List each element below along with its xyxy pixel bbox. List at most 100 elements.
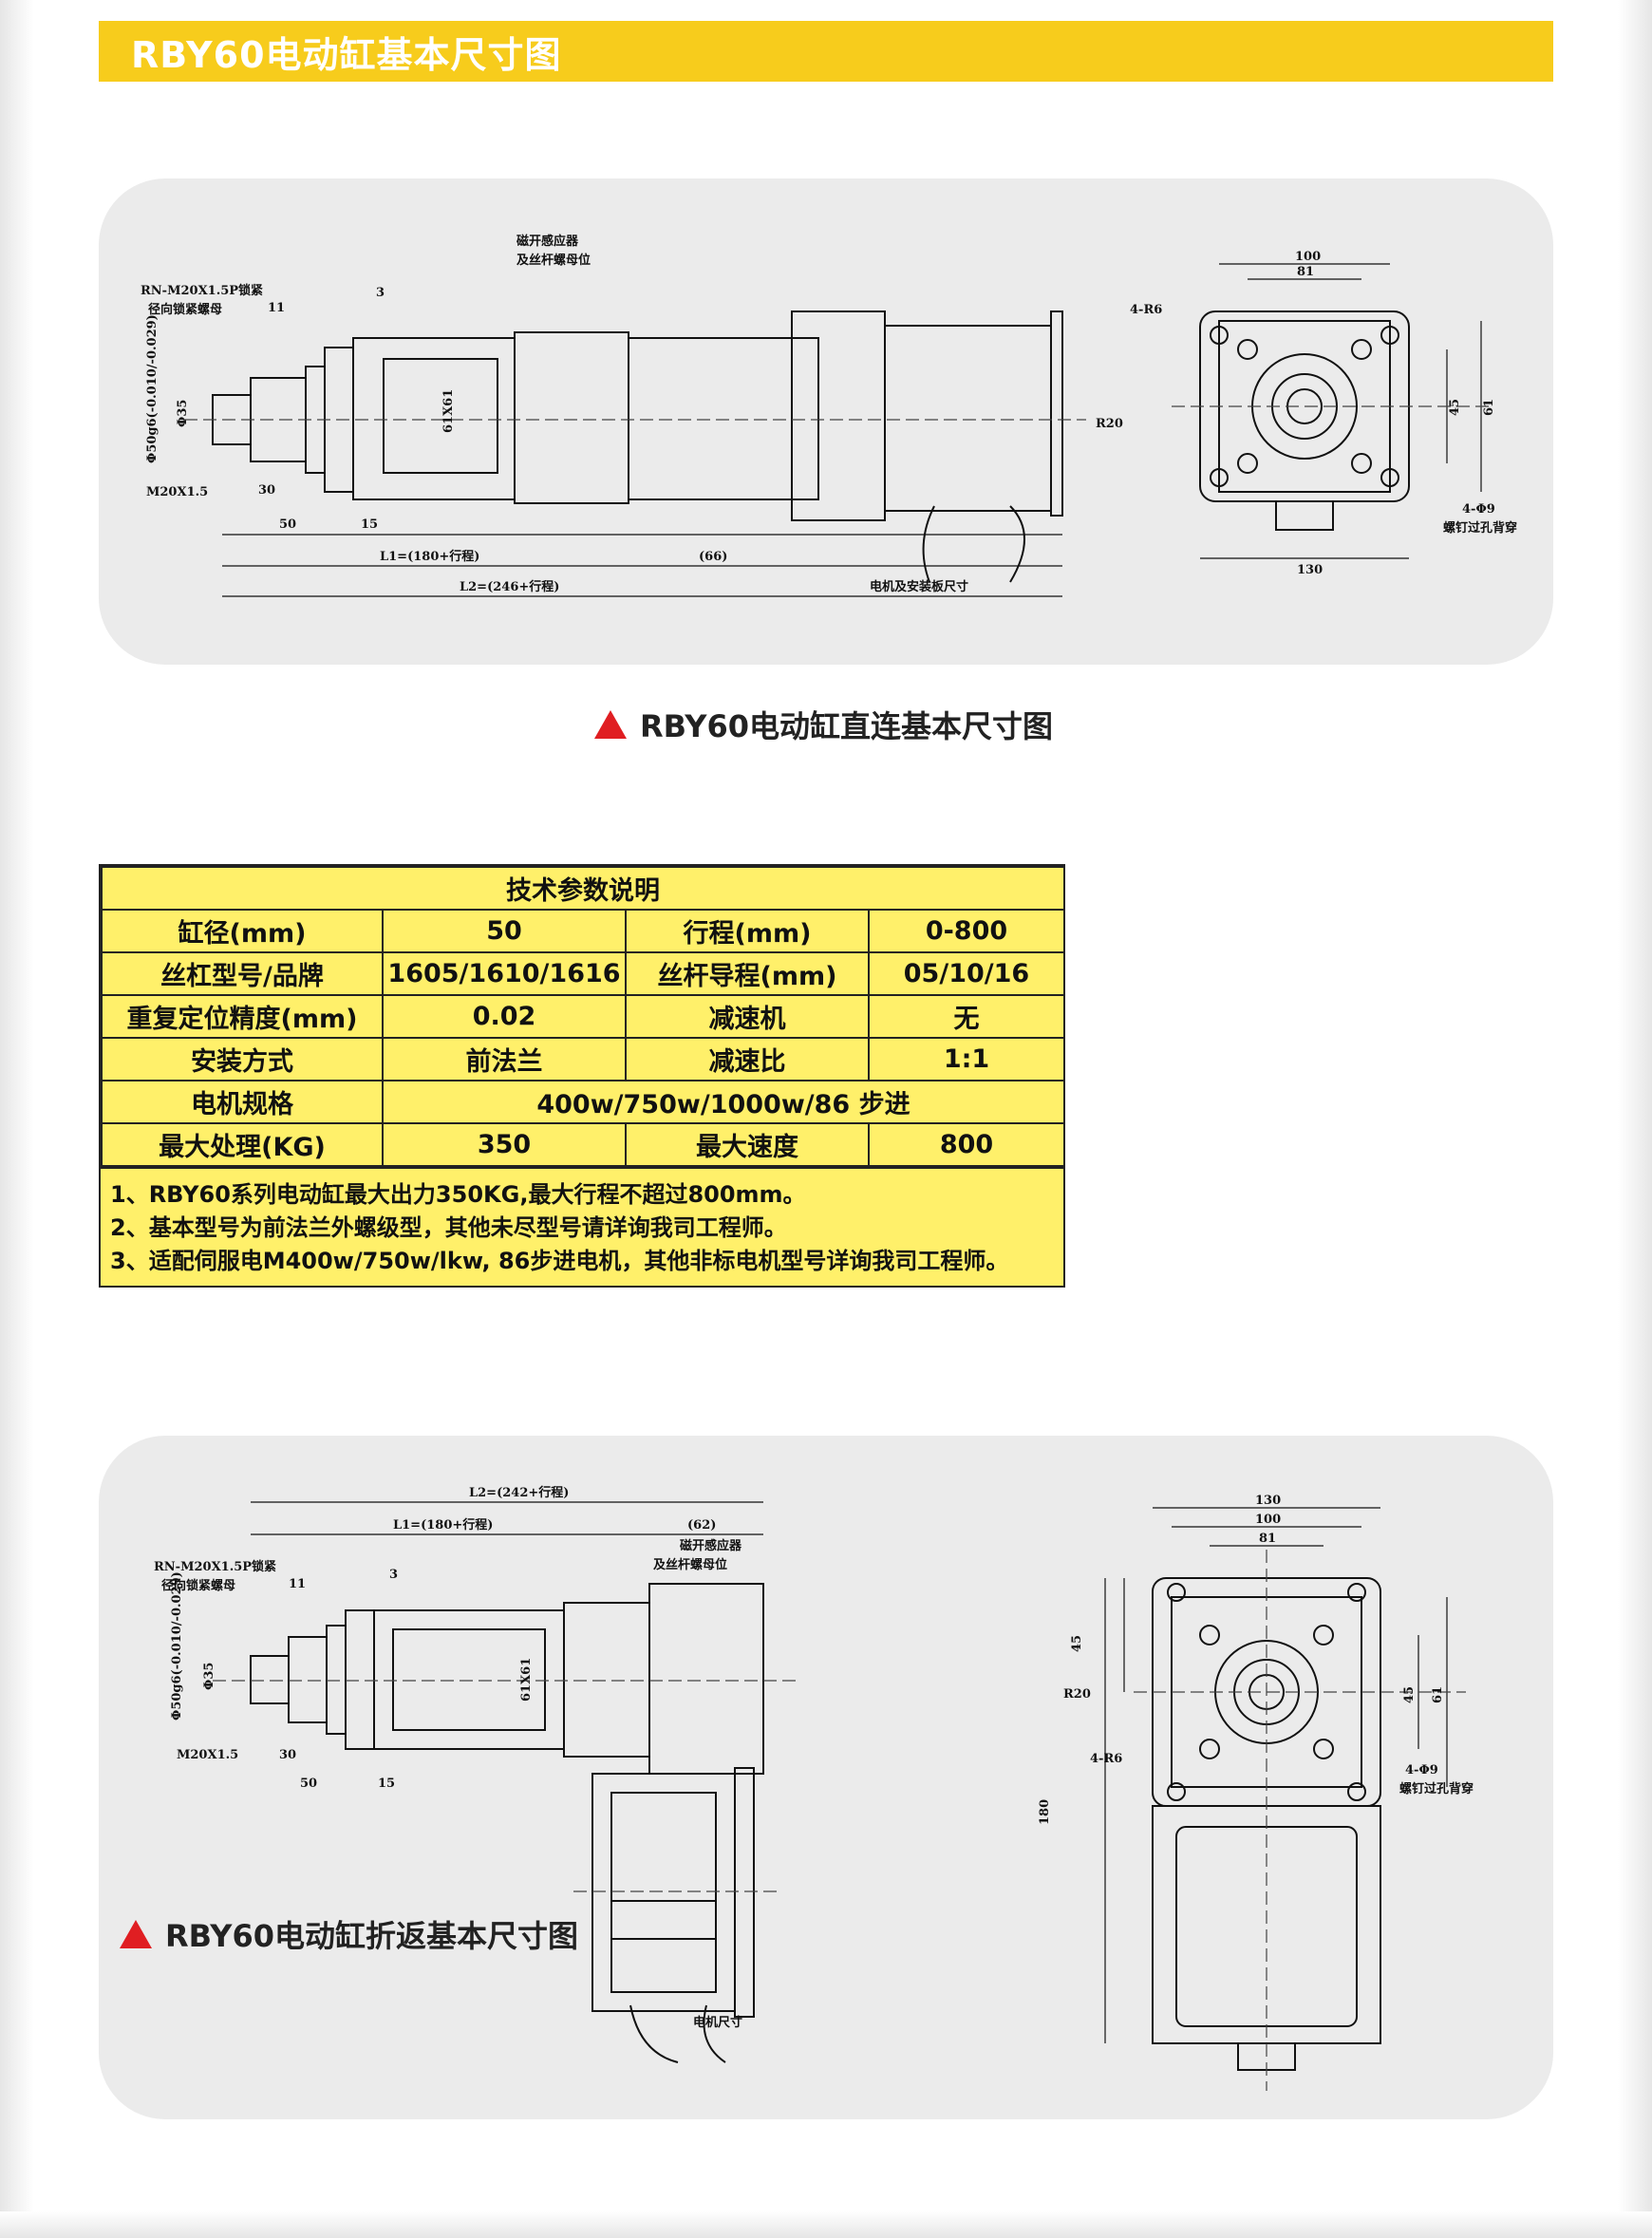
cell-value: 无 <box>868 994 1065 1039</box>
spec-title: 技术参数说明 <box>101 866 1065 911</box>
drawing-panel-folded: L2=(242+行程) L1=(180+行程) (62) RN-M20X1.5P… <box>99 1436 1553 2119</box>
page-edge-right <box>1618 0 1652 2238</box>
label-sensor: 磁开感应器 <box>680 1538 742 1553</box>
dim-15: 15 <box>378 1777 395 1791</box>
cell-value: 05/10/16 <box>868 951 1065 996</box>
side-4phi9: 4-Φ9 <box>1462 502 1495 517</box>
section-title: RBY60电动缸基本尺寸图 <box>131 33 562 76</box>
side-45-left: 45 <box>1070 1635 1084 1652</box>
dim-m20: M20X1.5 <box>146 485 208 499</box>
cell-value: 50 <box>382 909 627 953</box>
cell-label: 电机规格 <box>101 1080 384 1124</box>
table-row: 缸径(mm) 50 行程(mm) 0-800 <box>101 909 1065 953</box>
side-4r6: 4-R6 <box>1130 303 1162 317</box>
dim-61x61: 61X61 <box>441 389 456 433</box>
cell-value: 800 <box>868 1122 1065 1167</box>
spec-table: 技术参数说明 缸径(mm) 50 行程(mm) 0-800 丝杠型号/品牌 16… <box>99 864 1065 1288</box>
label-nut: RN-M20X1.5P锁紧 <box>154 1559 276 1574</box>
dim-11: 11 <box>289 1577 306 1591</box>
label-nut-2: 径向锁紧螺母 <box>148 302 222 317</box>
cell-value: 1:1 <box>868 1037 1065 1081</box>
dim-66: (66) <box>699 550 727 564</box>
cell-label: 丝杠型号/品牌 <box>101 951 384 996</box>
side-45-right: 45 <box>1402 1686 1417 1703</box>
dim-15: 15 <box>361 517 378 532</box>
dim-61x61: 61X61 <box>519 1658 534 1702</box>
dim-50: 50 <box>279 517 296 532</box>
label-sensor-2: 及丝杆螺母位 <box>516 253 591 268</box>
cell-label: 行程(mm) <box>625 909 870 953</box>
cell-label: 缸径(mm) <box>101 909 384 953</box>
note-line: 1、RBY60系列电动缸最大出力350KG,最大行程不超过800mm。 <box>110 1181 806 1208</box>
side-81: 81 <box>1297 265 1314 279</box>
warning-triangle-icon <box>594 710 627 739</box>
dim-l1: L1=(180+行程) <box>393 1517 493 1533</box>
cell-label: 减速机 <box>625 994 870 1039</box>
cell-value: 350 <box>382 1122 627 1167</box>
dim-shaft: Φ50g6(-0.010/-0.029) <box>145 314 160 463</box>
direct-drawing: RN-M20X1.5P锁紧 径向锁紧螺母 磁开感应器 及丝杆螺母位 11 3 Φ… <box>141 234 1517 597</box>
drawing-panel-direct: RN-M20X1.5P锁紧 径向锁紧螺母 磁开感应器 及丝杆螺母位 11 3 Φ… <box>99 179 1553 665</box>
table-row: 安装方式 前法兰 减速比 1:1 <box>101 1037 1065 1081</box>
side-r20: R20 <box>1096 417 1123 431</box>
dim-3: 3 <box>389 1568 398 1582</box>
caption-folded: RBY60电动缸折返基本尺寸图 <box>120 1912 578 1956</box>
table-row: 最大处理(KG) 350 最大速度 800 <box>101 1122 1065 1167</box>
label-motor-note: 电机尺寸 <box>693 2015 742 2030</box>
table-row: 丝杠型号/品牌 1605/1610/1616 丝杆导程(mm) 05/10/16 <box>101 951 1065 996</box>
cell-label: 最大速度 <box>625 1122 870 1167</box>
cell-label: 减速比 <box>625 1037 870 1081</box>
section-title-bar: RBY60电动缸基本尺寸图 <box>99 21 1553 82</box>
cell-label: 安装方式 <box>101 1037 384 1081</box>
note-line: 3、适配伺服电M400w/750w/lkw, 86步进电机，其他非标电机型号详询… <box>110 1248 1009 1274</box>
side-130: 130 <box>1255 1494 1281 1508</box>
side-hole-note: 螺钉过孔背穿 <box>1399 1781 1474 1796</box>
dim-11: 11 <box>268 301 285 315</box>
side-r20: R20 <box>1063 1687 1091 1702</box>
cell-label: 丝杆导程(mm) <box>625 951 870 996</box>
page-edge-left <box>0 0 34 2238</box>
table-row: 电机规格 400w/750w/1000w/86 步进 <box>101 1080 1065 1124</box>
cell-label: 最大处理(KG) <box>101 1122 384 1167</box>
caption-folded-text: RBY60电动缸折返基本尺寸图 <box>165 1918 578 1954</box>
folded-drawing: L2=(242+行程) L1=(180+行程) (62) RN-M20X1.5P… <box>154 1485 1474 2091</box>
cell-label: 重复定位精度(mm) <box>101 994 384 1039</box>
side-4phi9: 4-Φ9 <box>1405 1763 1438 1777</box>
cell-value: 400w/750w/1000w/86 步进 <box>382 1080 1065 1124</box>
dim-30: 30 <box>258 483 275 498</box>
cell-value: 1605/1610/1616 <box>382 951 627 996</box>
side-130: 130 <box>1297 563 1323 577</box>
dim-30: 30 <box>279 1748 296 1762</box>
side-hole-note: 螺钉过孔背穿 <box>1443 520 1517 536</box>
dim-l2: L2=(246+行程) <box>460 579 559 594</box>
side-4r6: 4-R6 <box>1090 1752 1122 1766</box>
side-81: 81 <box>1259 1532 1276 1546</box>
dim-m20: M20X1.5 <box>177 1748 238 1762</box>
caption-direct: RBY60电动缸直连基本尺寸图 <box>594 703 1053 746</box>
spec-notes: 1、RBY60系列电动缸最大出力350KG,最大行程不超过800mm。 2、基本… <box>101 1167 1063 1286</box>
side-100: 100 <box>1255 1513 1281 1527</box>
cell-value: 前法兰 <box>382 1037 627 1081</box>
dim-35: Φ35 <box>202 1663 216 1690</box>
side-180: 180 <box>1038 1799 1052 1825</box>
caption-direct-text: RBY60电动缸直连基本尺寸图 <box>640 708 1053 744</box>
side-61: 61 <box>1482 399 1496 416</box>
label-nut: RN-M20X1.5P锁紧 <box>141 283 263 298</box>
cell-value: 0.02 <box>382 994 627 1039</box>
side-45: 45 <box>1448 399 1462 416</box>
dim-62: (62) <box>687 1518 716 1533</box>
side-100: 100 <box>1295 250 1321 264</box>
note-line: 2、基本型号为前法兰外螺级型，其他未尽型号请详询我司工程师。 <box>110 1214 787 1241</box>
dim-35: Φ35 <box>176 400 190 427</box>
dim-l1: L1=(180+行程) <box>380 549 479 564</box>
label-nut-2: 径向锁紧螺母 <box>161 1578 235 1593</box>
cell-value: 0-800 <box>868 909 1065 953</box>
dim-shaft: Φ50g6(-0.010/-0.029) <box>170 1571 184 1721</box>
side-61: 61 <box>1431 1686 1445 1703</box>
label-sensor: 磁开感应器 <box>516 234 579 249</box>
label-sensor-2: 及丝杆螺母位 <box>653 1557 727 1572</box>
dim-3: 3 <box>376 286 385 300</box>
page-edge-bottom <box>0 2211 1652 2238</box>
label-motor-note: 电机及安装板尺寸 <box>870 579 968 594</box>
dim-l2: L2=(242+行程) <box>469 1485 569 1500</box>
